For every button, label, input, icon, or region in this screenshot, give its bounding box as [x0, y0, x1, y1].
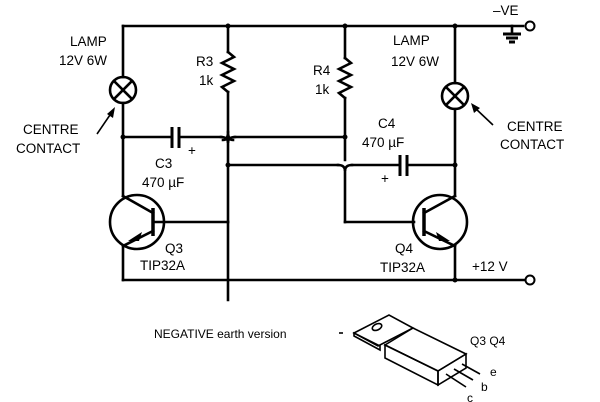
arrow-icon: [96, 107, 115, 135]
r4-label: R4: [313, 63, 331, 78]
lamp-right-label: LAMP: [393, 33, 430, 48]
resistor-r4-icon: [336, 56, 354, 100]
transistor-q4-icon: [411, 193, 469, 251]
package-caption: NEGATIVE earth version: [154, 327, 287, 341]
negative-supply-label: –VE: [493, 3, 519, 18]
positive-supply-label: +12 V: [472, 259, 508, 274]
c3-polarity: +: [188, 143, 196, 158]
q3-part: TIP32A: [140, 258, 185, 273]
lamp-right-rating: 12V 6W: [391, 54, 439, 69]
ground-icon: [503, 24, 521, 44]
q4-part: TIP32A: [380, 260, 425, 275]
wire-jump: [219, 135, 237, 144]
r4-value: 1k: [315, 82, 330, 97]
c3-value: 470 µF: [142, 175, 184, 190]
q4-label: Q4: [395, 241, 414, 256]
pin-c-label: c: [467, 391, 473, 402]
package-label: Q3 Q4: [470, 334, 506, 348]
c4-value: 470 µF: [362, 135, 404, 150]
lamp-right-icon: [440, 81, 470, 111]
lamp-right-note-2: CONTACT: [500, 137, 564, 152]
to220-package-icon: [352, 314, 481, 388]
junction-dot: [452, 277, 458, 283]
r3-value: 1k: [199, 73, 214, 88]
lamp-left-rating: 12V 6W: [59, 53, 107, 68]
r3-label: R3: [196, 54, 213, 69]
lamp-left-label: LAMP: [70, 34, 107, 49]
q3-label: Q3: [165, 241, 183, 256]
lamp-left-note-2: CONTACT: [16, 141, 80, 156]
resistor-r3-icon: [219, 50, 237, 94]
positive-terminal: [524, 274, 536, 286]
pin-b-label: b: [481, 380, 488, 394]
lamp-left-note-1: CENTRE: [23, 122, 79, 137]
c3-label: C3: [155, 156, 172, 171]
c4-label: C4: [378, 116, 396, 131]
negative-terminal: [524, 20, 536, 32]
pin-e-label: e: [490, 365, 497, 379]
arrow-icon: [471, 103, 494, 126]
c4-polarity: +: [381, 171, 389, 186]
transistor-q3-icon: [108, 193, 230, 251]
lamp-right-note-1: CENTRE: [507, 119, 563, 134]
lamp-left-icon: [108, 75, 138, 105]
